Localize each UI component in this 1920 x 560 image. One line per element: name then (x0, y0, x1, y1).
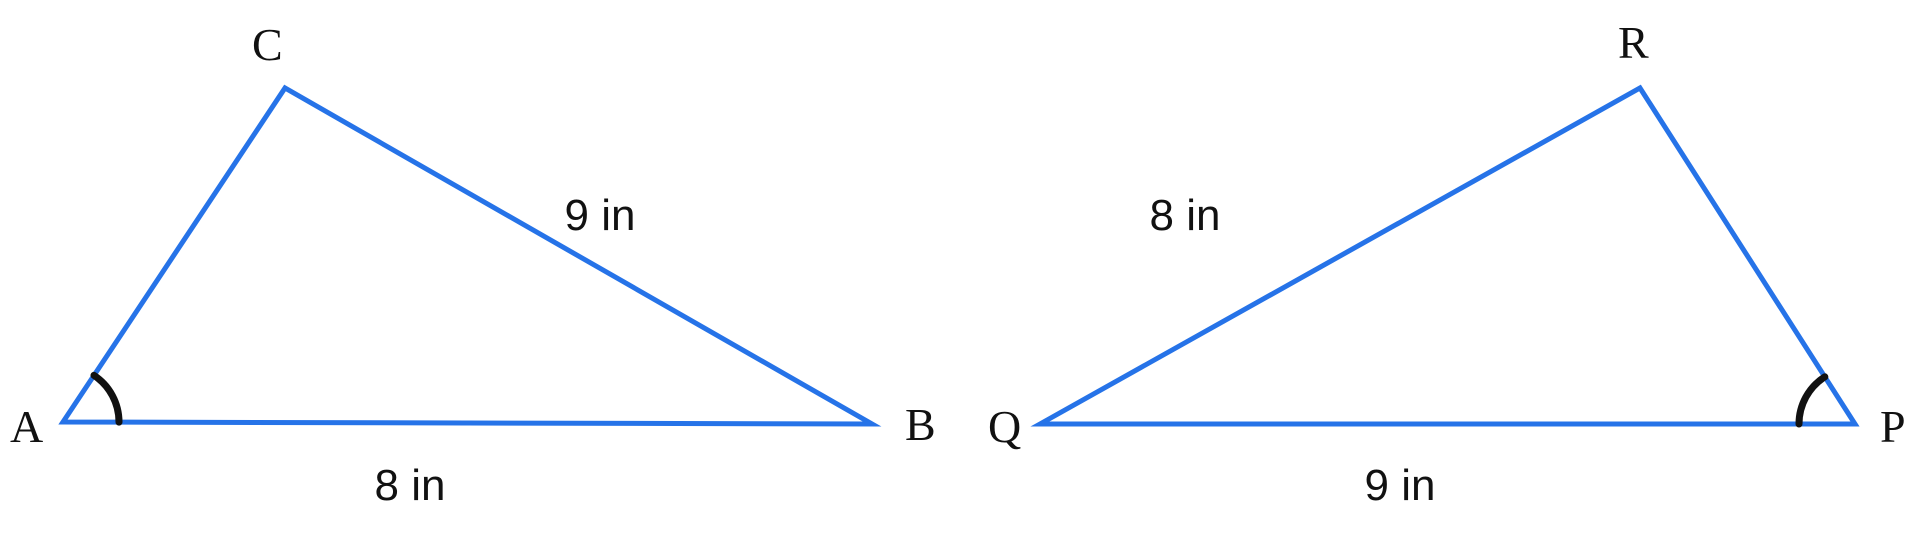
vertex-label-r: R (1618, 17, 1649, 68)
vertex-label-a: A (10, 401, 43, 452)
side-length-cb: 9 in (565, 191, 636, 240)
vertex-label-p: P (1880, 401, 1906, 452)
angle-P-arc (1795, 373, 1829, 428)
triangle-qrp-outline (1030, 84, 1860, 427)
vertex-label-q: Q (988, 401, 1021, 452)
vertex-label-c: C (252, 19, 283, 70)
triangle-abc-outline (58, 84, 882, 427)
side-length-ab: 8 in (375, 461, 446, 510)
vertex-label-b: B (905, 399, 936, 450)
triangle-abc: A B C 9 in 8 in (10, 19, 936, 510)
side-length-qp: 9 in (1365, 461, 1436, 510)
angle-A-arc (90, 371, 123, 426)
triangle-qrp: Q P R 8 in 9 in (988, 17, 1906, 510)
side-length-qr: 8 in (1150, 191, 1221, 240)
